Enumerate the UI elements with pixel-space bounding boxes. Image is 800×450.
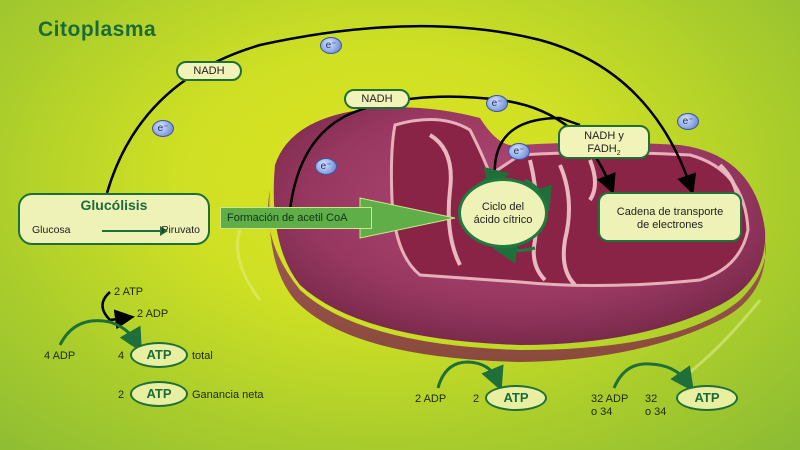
chain-input-line2: o 34	[591, 406, 613, 418]
invest-adp-label: 2 ADP	[137, 308, 169, 320]
glycolysis-output: Piruvato	[161, 224, 200, 236]
chain-count-line1: 32	[645, 393, 658, 405]
glyco-input-adp: 4 ADP	[44, 350, 76, 362]
glyco-total-count: 4	[118, 350, 125, 362]
krebs-line1: Ciclo del	[481, 201, 525, 213]
electron-icon: e⁻	[315, 158, 337, 175]
glycolysis-box: Glucólisis Glucosa Piruvato	[18, 193, 210, 245]
krebs-input-adp: 2 ADP	[415, 393, 447, 405]
electron-transport-chain-box: Cadena de transporte de electrones	[598, 192, 742, 242]
glyco-net-count: 2	[118, 389, 125, 401]
electron-icon: e⁻	[508, 143, 530, 160]
glycolysis-input: Glucosa	[32, 224, 71, 236]
fadh-text: FADH	[587, 143, 617, 155]
carrier-nadh-fadh2: NADH y FADH2	[558, 125, 650, 159]
electron-icon: e⁻	[677, 113, 699, 130]
arrow-right-icon	[102, 226, 168, 236]
electron-icon: e⁻	[320, 37, 342, 54]
glycolysis-title: Glucólisis	[80, 197, 148, 213]
adp-to-atp-arrow-krebs	[436, 360, 504, 392]
region-title-citoplasma: Citoplasma	[38, 18, 157, 41]
carrier-nadh-mid: NADH	[344, 89, 410, 109]
carrier-nadh-fadh2-line2: FADH2	[560, 143, 648, 160]
acetyl-coa-label: Formación de acetil CoA	[220, 207, 372, 229]
arc-glycolysis-to-chain	[105, 24, 697, 195]
chain-line2: de electrones	[636, 219, 704, 231]
chain-count-line2: o 34	[645, 406, 667, 418]
acetyl-arrow-head	[359, 197, 456, 239]
krebs-cycle-circle: Ciclo del ácido cítrico	[458, 178, 548, 248]
adp-to-atp-arrow-glyco	[58, 319, 142, 353]
cristae	[428, 133, 740, 287]
atp-badge-total: ATP	[130, 342, 188, 368]
glyco-total-label: total	[192, 350, 213, 362]
krebs-atp-count: 2	[473, 393, 480, 405]
atp-badge-krebs: ATP	[485, 385, 547, 411]
electron-icon: e⁻	[152, 120, 174, 137]
invest-atp-label: 2 ATP	[114, 286, 144, 298]
fadh-subscript: 2	[616, 150, 621, 158]
adp-to-atp-arrow-chain	[612, 362, 694, 392]
glyco-net-label: Ganancia neta	[192, 389, 264, 401]
arc-krebs-to-nadh	[493, 116, 581, 181]
atp-cycle-arrow	[101, 291, 135, 330]
krebs-arrow-bottom	[493, 239, 536, 264]
chain-line1: Cadena de transporte	[616, 206, 724, 218]
carrier-nadh-fadh2-line1: NADH y	[584, 130, 624, 142]
carrier-nadh-top: NADH	[176, 61, 242, 81]
electron-icon: e⁻	[486, 95, 508, 112]
atp-badge-net: ATP	[130, 381, 188, 407]
atp-badge-chain: ATP	[676, 385, 738, 411]
chain-input-line1: 32 ADP	[591, 393, 629, 405]
krebs-line2: ácido cítrico	[473, 214, 533, 226]
